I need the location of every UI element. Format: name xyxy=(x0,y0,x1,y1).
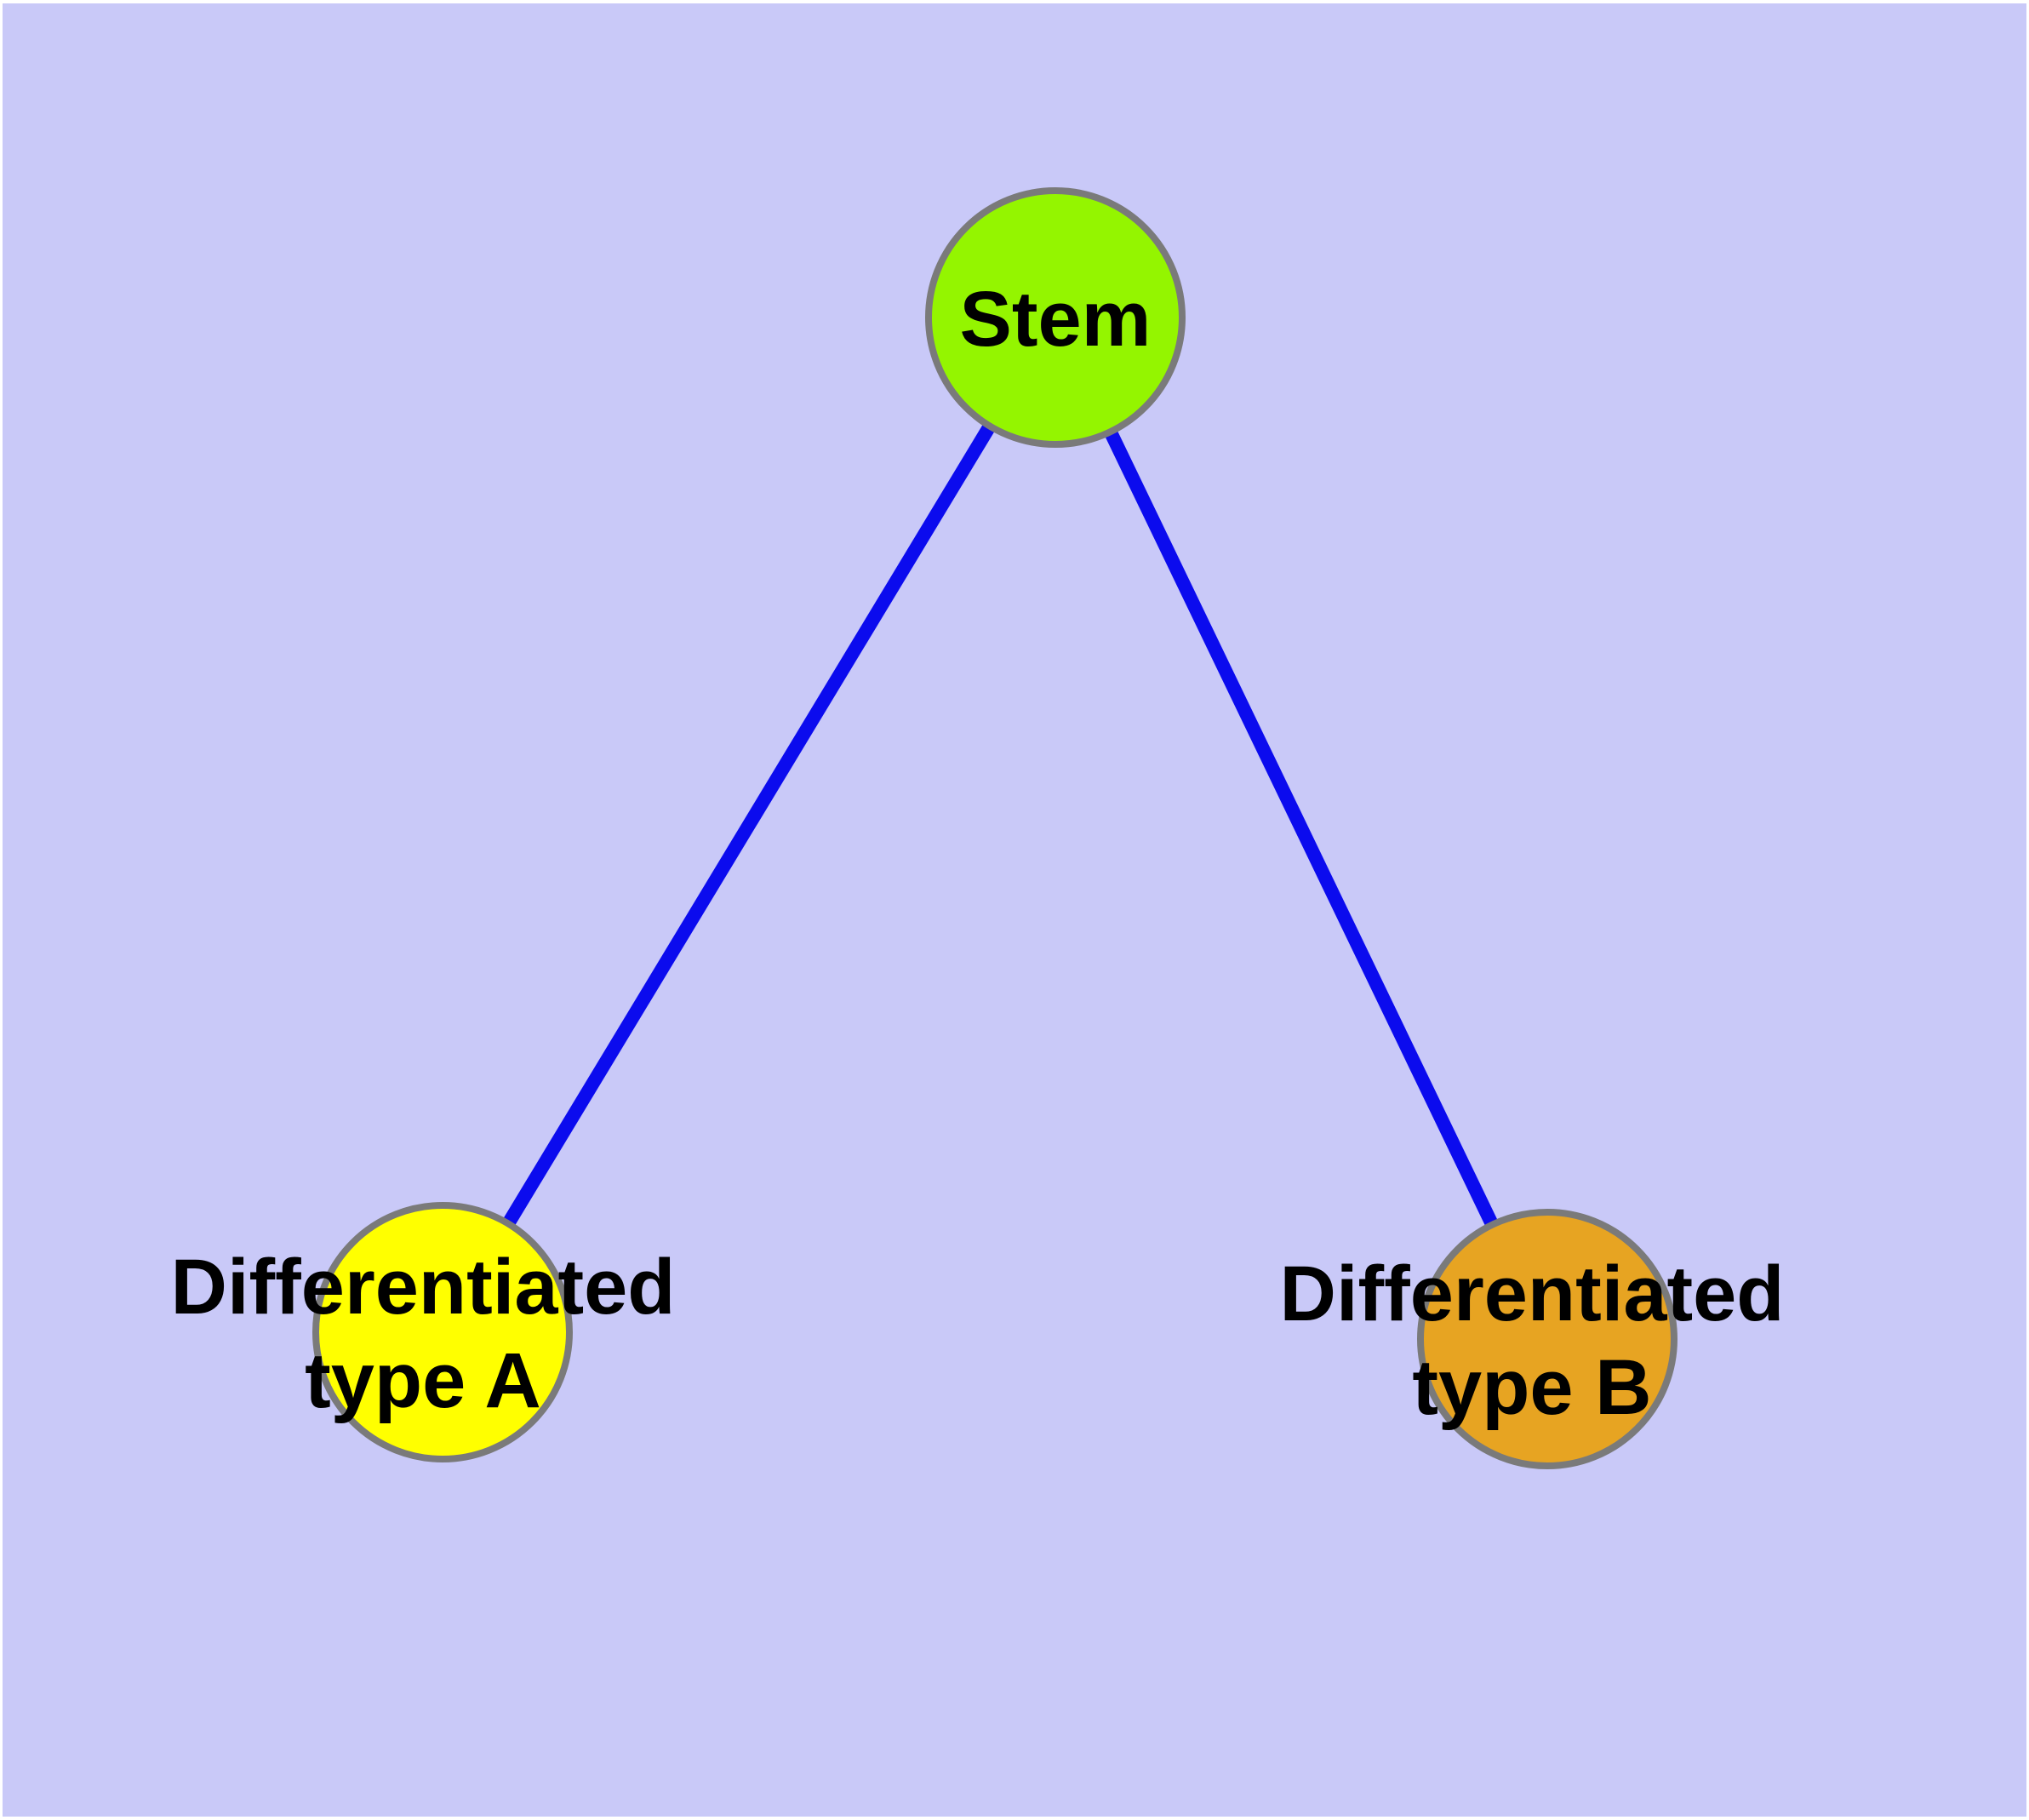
node-type-b-label-line1: Differentiated xyxy=(1280,1251,1785,1337)
edge-layer xyxy=(437,313,1554,1342)
node-stem-label: Stem xyxy=(960,276,1152,363)
node-layer xyxy=(312,187,1677,1469)
node-type-a-circle xyxy=(312,1202,573,1462)
node-type-b-label-line2: type B xyxy=(1412,1344,1651,1431)
node-type-a-label-line1: Differentiated xyxy=(171,1244,676,1331)
label-layer: Stem Differentiated type A Differentiate… xyxy=(171,276,1785,1431)
node-stem-circle xyxy=(925,187,1186,448)
edge-stem-to-type-a xyxy=(437,313,1061,1336)
edge-stem-to-type-b xyxy=(1049,314,1554,1342)
node-type-a-label-line2: type A xyxy=(305,1337,541,1424)
node-type-b-circle xyxy=(1417,1209,1677,1469)
